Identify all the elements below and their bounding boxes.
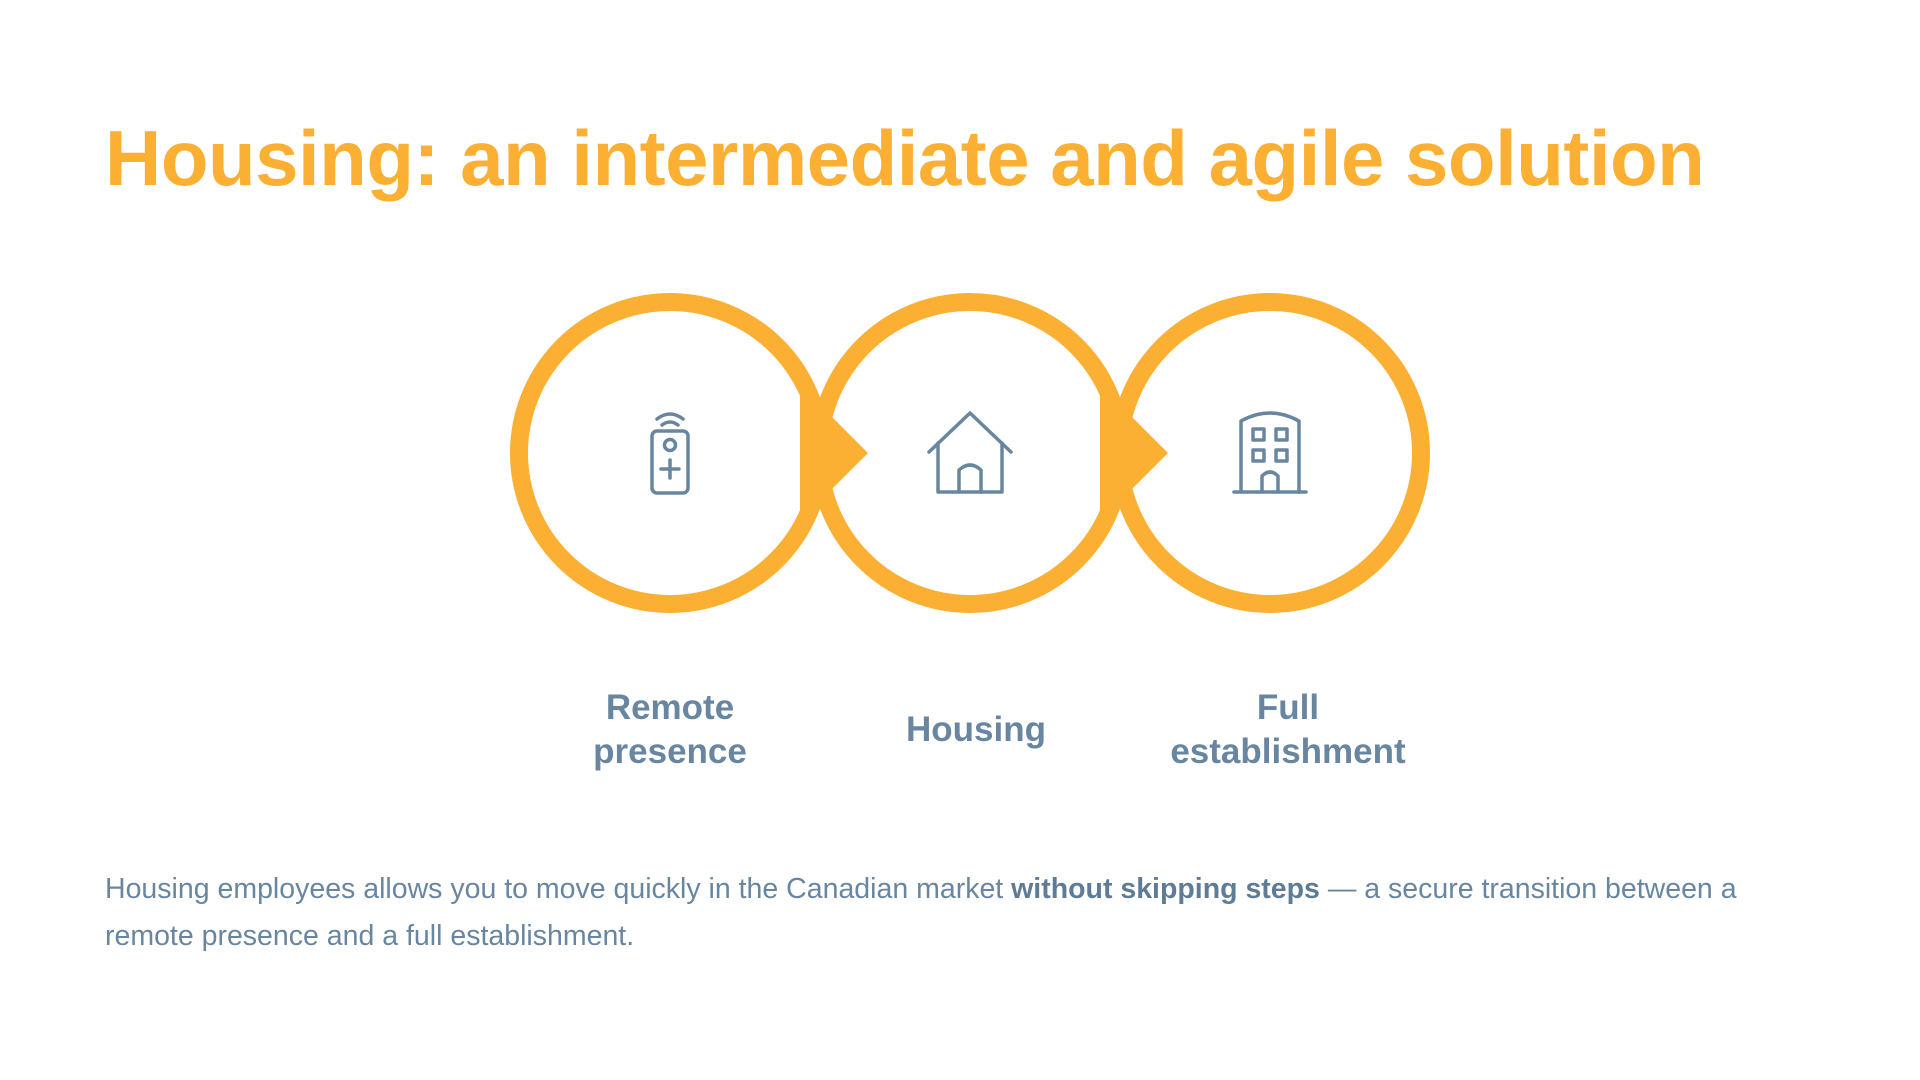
description-emphasis: without skipping steps bbox=[1011, 873, 1320, 905]
remote-control-icon bbox=[650, 412, 690, 495]
step-label-remote-presence: Remote presence bbox=[593, 688, 747, 771]
step-label-full-establishment: Full establishment bbox=[1170, 688, 1406, 771]
description-text: Housing employees allows you to move qui… bbox=[105, 866, 1785, 960]
house-icon bbox=[927, 411, 1013, 494]
office-building-icon bbox=[1232, 411, 1308, 494]
description-part-1: Housing employees allows you to move qui… bbox=[105, 873, 1012, 905]
step-label-housing: Housing bbox=[906, 710, 1046, 749]
slide-title: Housing: an intermediate and agile solut… bbox=[105, 114, 1705, 202]
description-part-2: — a secure transition between a remote p… bbox=[105, 873, 1737, 952]
step-ring-full-establishment bbox=[1110, 293, 1430, 613]
